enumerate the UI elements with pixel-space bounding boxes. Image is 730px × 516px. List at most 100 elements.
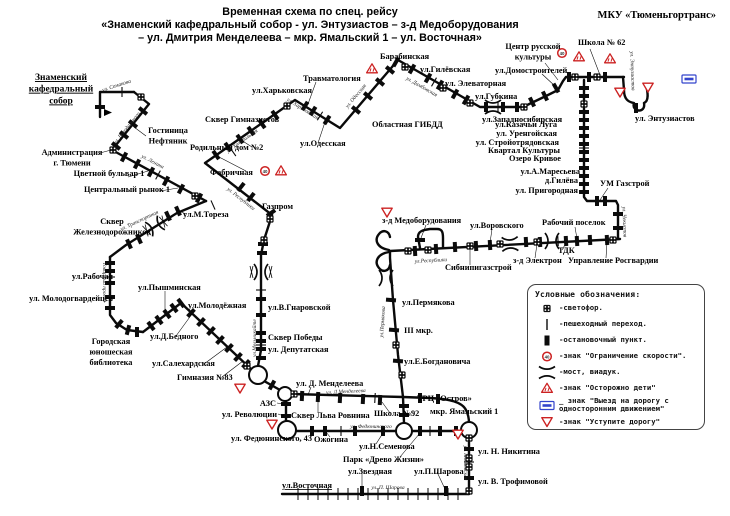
stop-marker (399, 413, 409, 417)
stop-marker (154, 314, 164, 326)
label-leader (175, 313, 193, 337)
traffic-light-icon (392, 341, 400, 349)
stop-marker (579, 86, 589, 90)
traffic-light-icon (398, 371, 406, 379)
traffic-light-icon (465, 487, 473, 495)
traffic-light-icon (593, 73, 601, 81)
stop-marker (579, 94, 589, 98)
stop-marker (579, 118, 589, 122)
legend-item-kids: -знак "Осторожно дети" (535, 381, 700, 396)
stop-marker (461, 94, 471, 106)
stop-marker (110, 141, 122, 151)
label-leader (561, 242, 567, 251)
label-leader (381, 401, 391, 414)
street-label: ул. Д.Менделеева (325, 387, 366, 396)
stop-marker (374, 77, 386, 87)
stop-marker (634, 103, 638, 113)
stop-marker (235, 133, 245, 145)
legend-item-oneway: _ знак "Выезд на дорогу с односторонним … (535, 396, 700, 413)
street-label: ул.Пермякова (379, 306, 387, 339)
stop-marker (256, 297, 266, 301)
stop-marker (541, 90, 549, 102)
stop-marker (105, 306, 115, 310)
stop-label: ул.П.Шарова (414, 467, 464, 476)
stop-marker (169, 302, 179, 314)
crossings-layer (105, 77, 589, 463)
road (582, 78, 620, 241)
street-label: ул. Московская (462, 445, 468, 481)
stop-marker (563, 235, 569, 247)
stop-marker (579, 166, 589, 170)
stop-marker (322, 114, 332, 126)
roundabout (395, 422, 413, 440)
stop-label: Гимназия №83 (177, 373, 233, 382)
bridge-icon (484, 99, 502, 115)
stop-marker (613, 212, 623, 216)
stop-marker (176, 183, 186, 195)
road (401, 395, 406, 425)
stop-marker (256, 347, 266, 351)
stop-marker (337, 392, 343, 404)
stop-sign-icon (544, 335, 550, 346)
stop-label: ул.Е.Богдановича (404, 357, 471, 366)
bridge-icon (378, 269, 394, 287)
traffic-light-icon (496, 240, 504, 248)
traffic-light-icon (465, 434, 473, 442)
road-loop (416, 227, 445, 250)
legend-item-label: -знак "Осторожно дети" (559, 383, 656, 393)
oneway-sign-icon (539, 400, 555, 410)
stop-marker (146, 166, 156, 178)
stop-marker (114, 318, 124, 330)
kids-sign-icon (540, 382, 554, 393)
stop-marker (377, 394, 383, 406)
traffic-light-icon (424, 246, 432, 254)
speed-sign-icon: 40 (556, 47, 568, 59)
pedestrian-crossing-icon (210, 200, 216, 210)
light-legend-icon (543, 304, 551, 313)
roundabouts-layer (248, 365, 478, 440)
organization-label: МКУ «Тюменьгортранс» (597, 10, 716, 21)
stop-marker (132, 158, 142, 170)
stop-label: Рабочий поселок (542, 218, 606, 227)
stop-label: ул.М.Тореза (183, 210, 230, 219)
speed-legend-icon: 40 (541, 351, 553, 362)
stop-label: ул.Н.Семенова (359, 442, 416, 451)
stop-label: ул. Уренгойская (496, 129, 557, 138)
stop-label: III мкр. (404, 326, 433, 335)
stop-marker (308, 105, 318, 117)
stop-marker (579, 142, 589, 146)
stop-label: ул.Д.Бедного (150, 332, 198, 341)
road-loop (428, 396, 471, 425)
road-loop (375, 250, 392, 273)
stop-marker (407, 63, 417, 75)
label-leader (544, 62, 559, 81)
stop-marker (323, 426, 327, 436)
label-leader (436, 471, 446, 490)
stop-marker (194, 192, 204, 204)
legend-box: Условные обозначения: -светофор.-пешеход… (527, 284, 705, 430)
stop-marker (119, 151, 129, 163)
label-leader (221, 360, 244, 378)
traffic-lights-layer (109, 63, 617, 495)
stop-label: ул. В. Трофимовой (478, 477, 548, 486)
bridge-sign-icon (538, 365, 556, 380)
stop-marker (135, 233, 143, 245)
stop-marker (265, 208, 277, 218)
road-loop (375, 229, 392, 252)
stop-marker (124, 324, 132, 336)
legend-item-label: -знак "Ограничение скорости". (559, 351, 687, 361)
stop-marker (236, 181, 246, 193)
stop-label: з-д Медоборудования (382, 216, 462, 225)
stop-label: Цветной бульвар 1 (74, 169, 145, 178)
stop-marker (135, 327, 139, 337)
stop-marker (246, 191, 256, 203)
stop-marker (438, 426, 442, 436)
stop-marker (186, 307, 196, 319)
roundabout (248, 365, 268, 385)
yield-legend-icon (541, 417, 553, 428)
stop-marker (528, 96, 536, 108)
stop-label: Газпром (262, 202, 293, 211)
svg-text:40: 40 (263, 169, 268, 174)
